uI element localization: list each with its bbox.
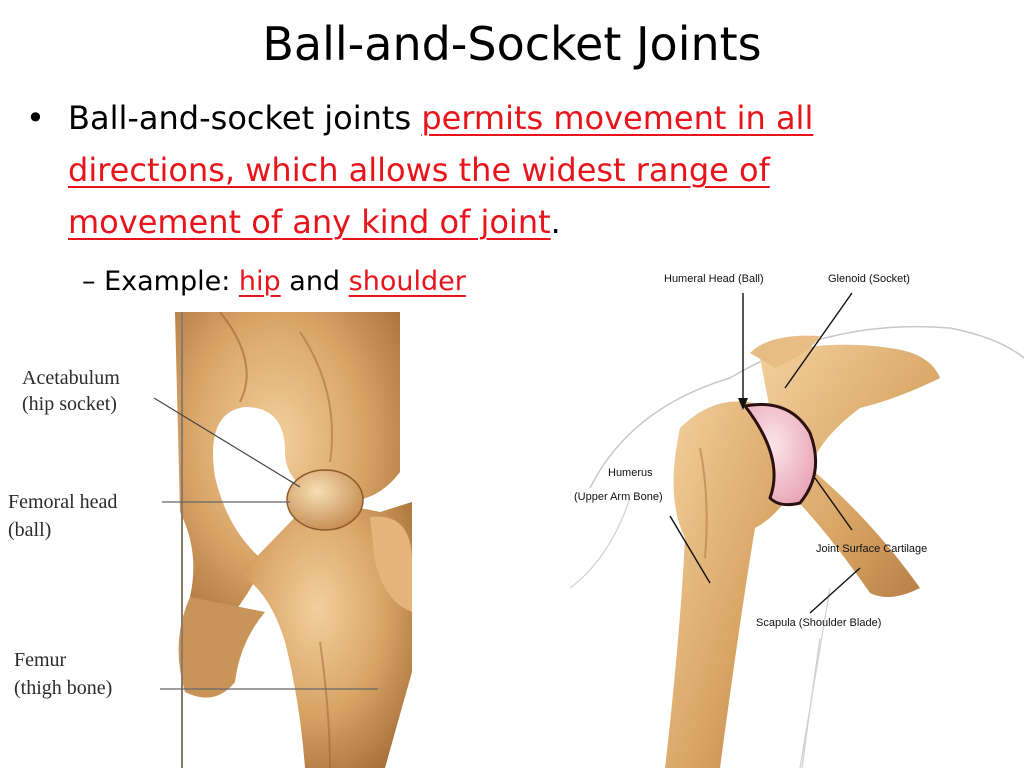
humerus-label: Humerus	[608, 467, 653, 479]
bullet-lead-text: Ball-and-socket joints	[68, 99, 422, 137]
bullet-dot-icon: •	[26, 99, 45, 137]
bullet-text: Ball-and-socket joints permits movement …	[68, 92, 948, 248]
scapula-pointer	[809, 567, 861, 614]
pelvis-bone	[175, 312, 400, 698]
acetabulum-leader-line	[153, 397, 301, 488]
glenoid-label: Glenoid (Socket)	[828, 273, 910, 285]
acetabulum-label: Acetabulum	[22, 367, 120, 389]
humeral-head-label: Humeral Head (Ball)	[664, 273, 764, 285]
femur-label: Femur	[14, 649, 67, 671]
cartilage-pointer	[814, 477, 853, 531]
glenoid-pointer	[784, 292, 853, 389]
bullet-period: .	[550, 203, 561, 241]
humerus-bone	[665, 401, 798, 768]
example-shoulder-link: shoulder	[348, 266, 466, 297]
shoulder-joint-illustration: Humeral Head (Ball) Glenoid (Socket) Hum…	[570, 273, 1024, 768]
sub-bullet-dash: –	[82, 266, 96, 297]
ball-label: (ball)	[8, 519, 51, 541]
sub-bullet-lead: Example:	[104, 266, 239, 297]
scapula-bone	[750, 335, 940, 597]
cartilage-cap	[742, 403, 818, 507]
sub-bullet-joiner: and	[280, 266, 349, 297]
example-hip-link: hip	[238, 266, 281, 297]
joint-cartilage-label: Joint Surface Cartilage	[816, 543, 927, 555]
femur-bone	[240, 502, 412, 768]
hip-joint-illustration: Acetabulum (hip socket) Femoral head (ba…	[8, 312, 412, 768]
thigh-bone-label: (thigh bone)	[14, 677, 112, 699]
humerus-pointer	[669, 515, 711, 584]
upper-arm-bone-label: (Upper Arm Bone)	[574, 491, 663, 503]
femoral-head-label: Femoral head	[8, 491, 117, 513]
femoral-head-ball	[286, 469, 364, 531]
slide-title: Ball-and-Socket Joints	[262, 17, 762, 71]
sub-bullet: – Example: hip and shoulder	[82, 262, 466, 302]
hip-socket-label: (hip socket)	[22, 393, 117, 415]
scapula-label: Scapula (Shoulder Blade)	[756, 617, 881, 629]
bullet-emphasis-text: permits movement in all directions, whic…	[68, 99, 814, 241]
